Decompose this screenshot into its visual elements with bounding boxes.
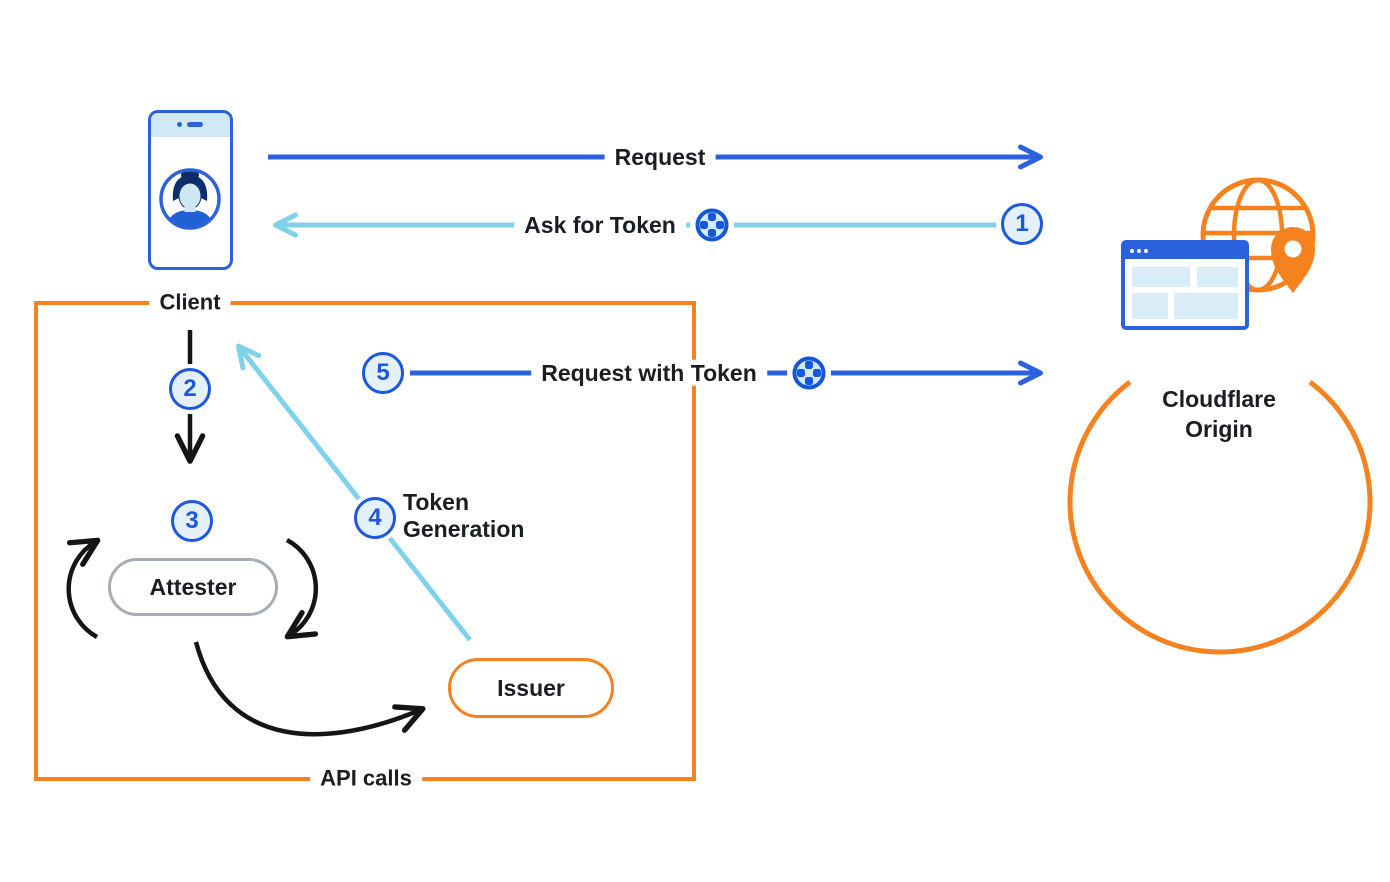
attester-cycle-arc-left: [66, 537, 101, 639]
browser-window-icon: [1121, 240, 1249, 330]
user-avatar-icon: [159, 168, 221, 230]
request-with-token-label: Request with Token: [531, 359, 767, 387]
issuer-node: Issuer: [448, 658, 614, 718]
phone-top-bar: [151, 113, 230, 137]
attester-to-issuer-arrow: [193, 641, 426, 737]
api-calls-label: API calls: [310, 765, 422, 791]
client-label: Client: [149, 289, 231, 315]
step-4-badge: 4: [354, 497, 396, 539]
cloudflare-origin-circle: [1067, 380, 1373, 655]
request-label: Request: [604, 143, 716, 171]
attester-node: Attester: [108, 558, 278, 616]
step-2-badge: 2: [169, 368, 211, 410]
step-5-badge: 5: [362, 352, 404, 394]
token-generation-arrow: [235, 343, 472, 642]
phone-camera-dot: [177, 122, 182, 127]
token-icon: [792, 356, 826, 390]
step-3-badge: 3: [171, 500, 213, 542]
phone-speaker-dash: [187, 122, 203, 127]
location-pin-icon: [1271, 227, 1315, 293]
client-phone-icon: [148, 110, 233, 270]
step-1-badge: 1: [1001, 203, 1043, 245]
attester-cycle-arc-right: [284, 538, 319, 640]
token-generation-label: Token Generation: [403, 489, 525, 543]
ask-for-token-label: Ask for Token: [514, 211, 686, 239]
token-icon: [695, 208, 729, 242]
cloudflare-origin-label: Cloudflare Origin: [1162, 386, 1276, 442]
